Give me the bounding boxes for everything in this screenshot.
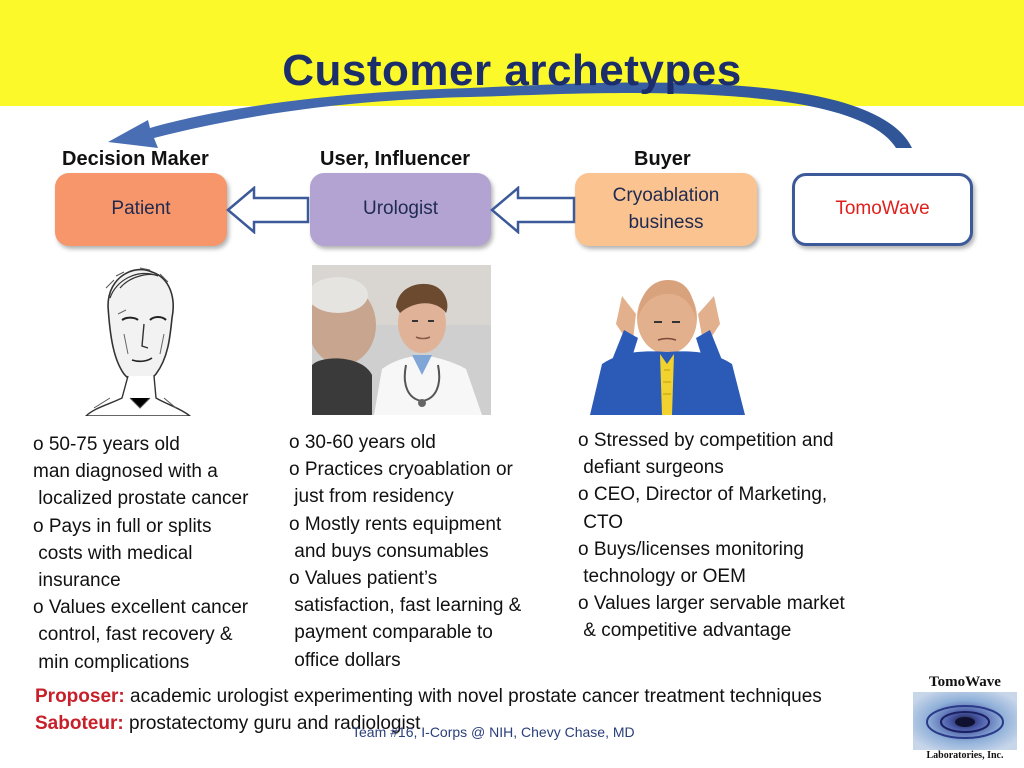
arrow-left-icon — [490, 186, 576, 234]
patient-box: Patient — [55, 173, 227, 246]
bullet-line: o CEO, Director of Marketing, — [578, 484, 828, 506]
team-credit: Team #16, I-Corps @ NIH, Chevy Chase, MD — [352, 724, 635, 740]
page-title: Customer archetypes — [282, 46, 742, 95]
urologist-photo — [312, 265, 491, 415]
bullet-line: o Stressed by competition and — [578, 430, 834, 451]
bullet-line: satisfaction, fast learning & — [289, 595, 522, 617]
bullet-line: and buys consumables — [289, 540, 489, 562]
bullet-line: o Practices cryoablation or — [289, 459, 513, 481]
logo-subtitle: Laboratories, Inc. — [926, 750, 1004, 761]
wave-logo-icon — [913, 692, 1017, 750]
cryoablation-label-line2: business — [628, 211, 704, 233]
bullet-line: o Values patient’s — [289, 568, 438, 590]
patient-bullets: o 50-75 years old man diagnosed with a l… — [33, 431, 248, 676]
bullet-line: technology or OEM — [578, 566, 746, 588]
urologist-bullets: o 30-60 years old o Practices cryoablati… — [289, 429, 521, 674]
bullet-line: just from residency — [289, 486, 454, 508]
urologist-label: Urologist — [363, 198, 438, 220]
bullet-line: o Values excellent cancer — [33, 597, 249, 619]
proposer-text: academic urologist experimenting with no… — [124, 686, 822, 707]
bullet-line: costs with medical — [33, 542, 193, 564]
bullet-line: defiant surgeons — [578, 457, 724, 479]
bullet-line: control, fast recovery & — [33, 624, 233, 646]
patient-sketch-image — [80, 258, 195, 416]
cryoablation-box: Cryoablation business — [575, 173, 757, 246]
urologist-box: Urologist — [310, 173, 491, 246]
bullet-line: payment comparable to — [289, 622, 493, 644]
cryoablation-label-line1: Cryoablation — [612, 184, 720, 206]
arrow-left-icon — [226, 186, 310, 234]
patient-label: Patient — [111, 198, 171, 220]
bullet-line: o Mostly rents equipment — [289, 513, 502, 535]
buyer-bullets: o Stressed by competition and defiant su… — [578, 427, 845, 645]
tomowave-logo: TomoWave Laboratories, Inc. — [911, 674, 1019, 764]
bullet-line: man diagnosed with a — [33, 461, 218, 483]
bullet-line: o Pays in full or splits — [33, 515, 212, 537]
curved-arrow — [108, 82, 912, 148]
logo-company-name: TomoWave — [929, 674, 1001, 690]
bullet-line: o Values larger servable market — [578, 593, 845, 615]
tomowave-box: TomoWave — [792, 173, 973, 246]
bullet-line: o Buys/licenses monitoring — [578, 538, 804, 560]
saboteur-text: prostatectomy guru and radiologist — [123, 713, 421, 734]
bullet-line: office dollars — [289, 649, 401, 671]
bullet-line: localized prostate cancer — [33, 488, 249, 510]
bullet-line: & competitive advantage — [578, 620, 792, 642]
tomowave-label: TomoWave — [835, 198, 930, 220]
bullet-line: o 30-60 years old — [289, 432, 436, 453]
bullet-line: o 50-75 years old — [33, 434, 180, 455]
role-buyer: Buyer — [634, 148, 691, 170]
role-user-influencer: User, Influencer — [320, 148, 471, 170]
bullet-line: min complications — [33, 651, 190, 673]
saboteur-label: Saboteur: — [35, 713, 124, 734]
saboteur-line: Saboteur: prostatectomy guru and radiolo… — [35, 713, 420, 735]
proposer-label: Proposer: — [35, 686, 125, 707]
role-decision-maker: Decision Maker — [62, 148, 209, 170]
bullet-line: insurance — [33, 570, 121, 592]
proposer-line: Proposer: academic urologist experimenti… — [35, 686, 822, 708]
bullet-line: CTO — [578, 511, 624, 533]
buyer-photo — [580, 266, 755, 415]
